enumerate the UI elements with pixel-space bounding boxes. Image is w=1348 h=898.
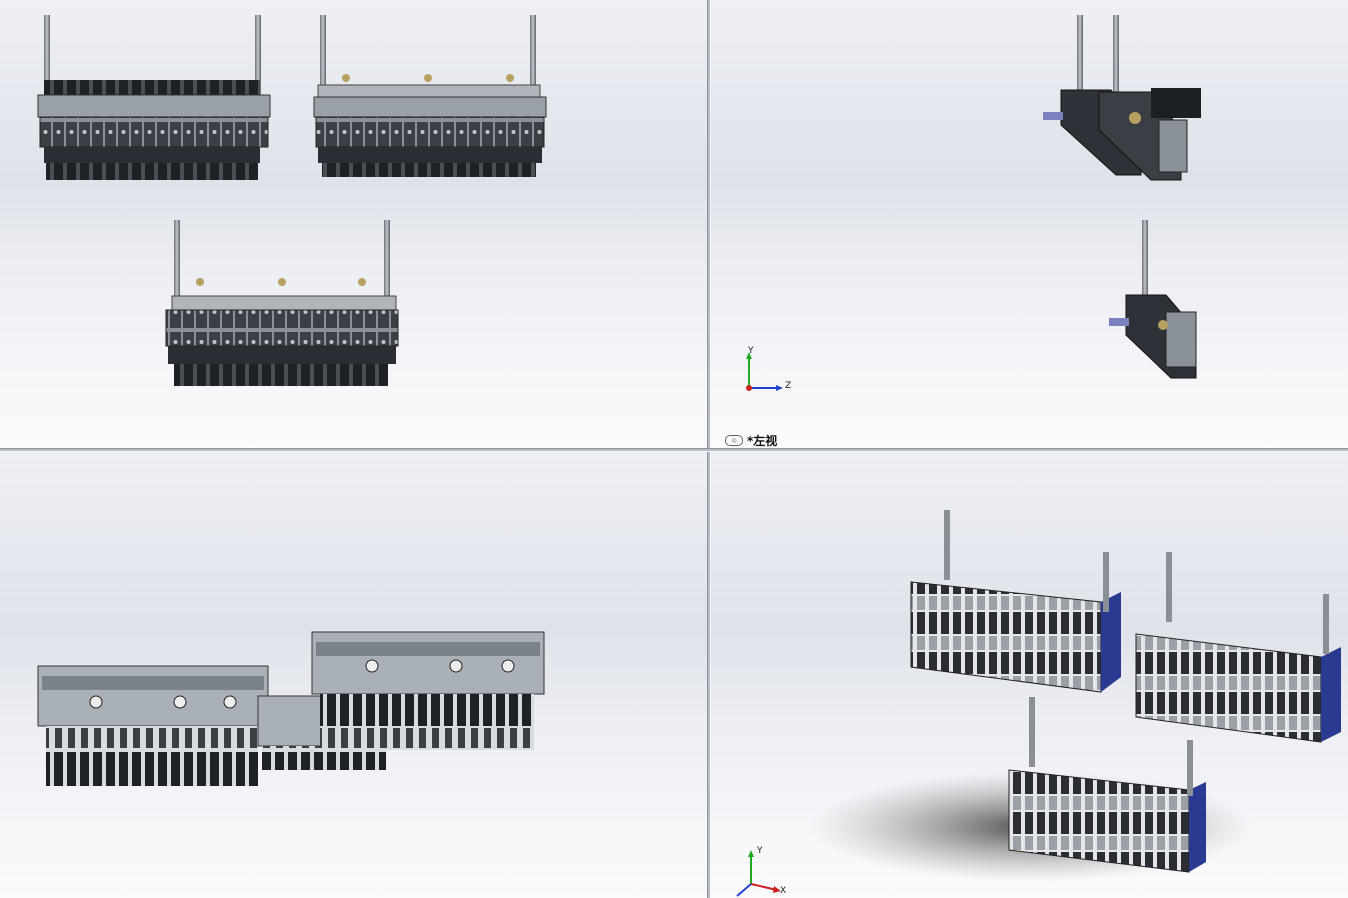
side-profile-lower: [1109, 220, 1197, 379]
axis-triad-iso: [736, 850, 781, 897]
iso-assembly-b: [1135, 552, 1341, 743]
assembly-a: [37, 15, 271, 180]
viewport-divider-horizontal[interactable]: [0, 448, 1348, 452]
assembly-b: [313, 15, 547, 177]
assembly-c: [165, 220, 399, 386]
axis-label-z: Z: [785, 381, 792, 391]
view-name-label[interactable]: ◎ *左视: [725, 432, 777, 448]
axis-label-x-iso: X: [780, 886, 787, 896]
model-left-view: [1043, 15, 1201, 379]
camera-icon: ◎: [725, 435, 743, 446]
axis-label-y: Y: [748, 346, 754, 356]
side-profile-upper: [1043, 15, 1201, 181]
layout-left-assembly: [37, 665, 269, 786]
iso-assembly-a: [910, 510, 1121, 693]
view-name-text: *左视: [747, 434, 778, 448]
axis-label-y-iso: Y: [757, 846, 763, 856]
viewport-top[interactable]: [0, 452, 707, 898]
model-isometric-view: [811, 510, 1341, 882]
model-top-view: [37, 631, 545, 786]
viewport-isometric[interactable]: Y X: [711, 452, 1348, 898]
layout-right-assembly: [311, 631, 545, 750]
viewport-left[interactable]: Y Z ◎ *左视: [711, 0, 1348, 448]
axis-triad: [746, 352, 783, 391]
model-front-view: [37, 15, 547, 386]
iso-assembly-c: [1008, 697, 1206, 873]
viewport-front[interactable]: [0, 0, 707, 448]
